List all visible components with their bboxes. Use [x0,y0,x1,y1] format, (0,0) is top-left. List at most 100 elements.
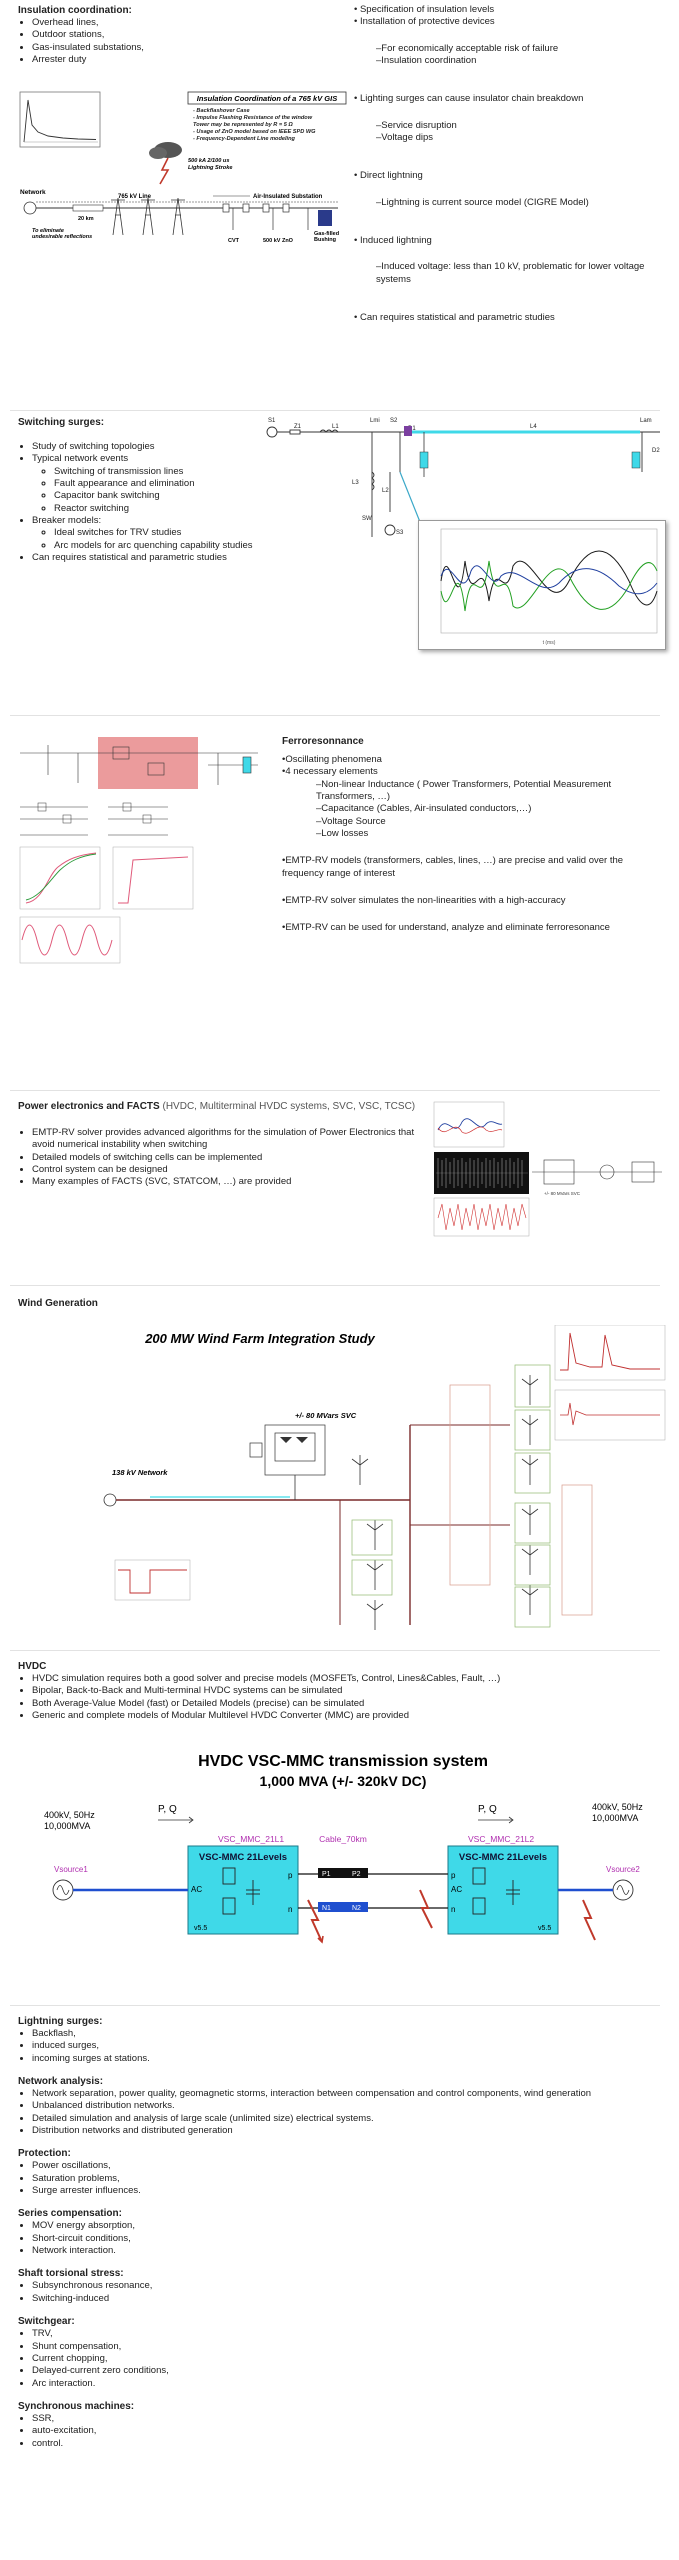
list-item: Control system can be designed [32,1164,430,1176]
switching-title: Switching surges: [18,417,105,428]
list-item: Bipolar, Back-to-Back and Multi-terminal… [32,1685,668,1697]
network-label: Network [20,189,46,196]
switchgear-title: Switchgear: [18,2316,75,2328]
hvdc-diagram-title: HVDC VSC-MMC transmission system [198,1753,488,1770]
list-item: Surge arrester influences. [32,2185,668,2197]
switchgear-list: TRV, Shunt compensation, Current choppin… [18,2328,668,2390]
protection-block: Protection: Power oscillations, Saturati… [18,2147,668,2197]
svc-label: +/- 80 MVars SVC [544,1191,581,1196]
list-item: Arc interaction. [32,2378,668,2390]
sub-list-item: Reactor switching [54,503,338,515]
stroke-label: 500 kA 2/100 us [188,158,229,164]
n-label-right: n [451,1905,455,1914]
pq-label-left: P, Q [158,1804,177,1815]
hvdc-diagram-subtitle: 1,000 MVA (+/- 320kV DC) [260,1773,427,1789]
ferro-diagram [18,735,278,970]
circuit-label: S3 [396,530,404,536]
list-item: MOV energy absorption, [32,2220,668,2232]
bullet-item: • Specification of insulation levels [354,4,495,15]
sub-item: –Insulation coordination [376,55,477,67]
hvdc-diagram: HVDC VSC-MMC transmission system 1,000 M… [18,1750,668,1980]
list-item: Saturation problems, [32,2173,668,2185]
wind-section: Wind Generation [18,1297,318,1310]
protection-title: Protection: [18,2148,71,2160]
network-title: Network analysis: [18,2076,104,2088]
divider [10,2005,660,2006]
sub-list-item: Fault appearance and elimination [54,478,338,490]
bullet-item: • Lighting surges can cause insulator ch… [354,93,584,105]
bullet-item: • Direct lightning [354,170,423,182]
insulation-list: Overhead lines, Outdoor stations, Gas-in… [18,17,348,66]
left-converter-label: VSC-MMC 21Levels [199,1852,287,1863]
list-item: Detailed models of switching cells can b… [32,1152,430,1164]
list-item: Network interaction. [32,2245,668,2257]
wind-network-label: 138 kV Network [112,1468,168,1477]
hvdc-title: HVDC [18,1661,47,1672]
list-item: Many examples of FACTS (SVC, STATCOM, …)… [32,1176,430,1188]
list-item-text: Breaker models: [32,515,102,527]
waveform-window: t (ms) [418,520,666,650]
sub-list: Ideal switches for TRV studiesArc models… [32,527,338,552]
shaft-list: Subsynchronous resonance, Switching-indu… [18,2280,668,2305]
vsource2-label: Vsource2 [606,1865,640,1874]
network-block: Network analysis: Network separation, po… [18,2075,668,2137]
left-source-label: 10,000MVA [44,1821,90,1831]
lightning-title: Lightning surges: [18,2016,103,2027]
circuit-label: Z1 [294,424,302,430]
list-item: Delayed-current zero conditions, [32,2365,668,2377]
text-item: •EMTP-RV models (transformers, cables, l… [282,855,624,879]
insulation-title: Insulation coordination: [18,5,132,16]
list-item: Distribution networks and distributed ge… [32,2125,668,2137]
sync-list: SSR, auto-excitation, control. [18,2413,668,2450]
wind-title: Wind Generation [18,1298,98,1309]
list-item: Outdoor stations, [32,29,348,41]
list-item: Power oscillations, [32,2160,668,2172]
list-item-text: Can requires statistical and parametric … [32,552,227,564]
cable-n2: N2 [352,1905,361,1912]
circuit-label: Lmi [370,418,380,424]
right-converter-name: VSC_MMC_21L2 [468,1834,534,1844]
list-item: Network separation, power quality, geoma… [32,2088,668,2100]
text-item: •EMTP-RV can be used for understand, ana… [282,922,610,934]
sub-item: –Service disruption [376,119,457,131]
bushing-label: Bushing [314,237,336,243]
sub-item: –Induced voltage: less than 10 kV, probl… [376,261,645,285]
divider [10,1650,660,1651]
list-item-text: Typical network events [32,453,129,465]
circuit-label: Lam [640,418,652,424]
reflections-label: undesirable reflections [32,234,92,240]
protection-list: Power oscillations, Saturation problems,… [18,2160,668,2197]
text-item: •4 necessary elements [282,766,378,778]
list-item-text: Study of switching topologies [32,441,155,452]
network-list: Network separation, power quality, geoma… [18,2088,668,2137]
sync-title: Synchronous machines: [18,2400,135,2412]
list-item: Arrester duty [32,54,348,66]
p-label-right: p [451,1871,456,1880]
ferro-list: •Oscillating phenomena•4 necessary eleme… [282,754,667,935]
ac-label-left: AC [191,1885,202,1894]
vsource1-label: Vsource1 [54,1865,88,1874]
list-item: induced surges, [32,2040,668,2052]
divider [10,1090,660,1091]
insulation-right: • Specification of insulation levels• In… [352,4,667,324]
hvdc-list: HVDC simulation requires both a good sol… [18,1673,668,1722]
list-item: Switching-induced [32,2293,668,2305]
circuit-label: D1 [408,426,416,432]
text-item: •Oscillating phenomena [282,754,382,765]
ferro-title: Ferroresonnance [282,736,364,747]
v-label-left: v5.5 [194,1925,207,1932]
switching-diagram: S1 Z1 L1 Lmi S2 D1 L4 Lam L3 L2 SW D2 S3 [260,412,670,667]
text-item: •EMTP-RV solver simulates the non-linear… [282,895,566,907]
cable-p1: P1 [322,1871,331,1878]
n-label-left: n [288,1905,292,1914]
diagram-title: Insulation Coordination of a 765 kV GIS [197,94,337,103]
diagram-note: - Usage of ZnO model based on IEEE SPD W… [193,129,316,135]
sub-list-item: Arc models for arc quenching capability … [54,540,338,552]
switching-section: Switching surges: Study of switching top… [18,416,338,564]
lightning-list: Backflash, induced surges, incoming surg… [18,2028,668,2065]
list-item: Breaker models:Ideal switches for TRV st… [32,515,338,552]
sub-item: –Non-linear Inductance ( Power Transform… [316,778,612,803]
list-item: Generic and complete models of Modular M… [32,1710,668,1722]
divider [10,410,660,411]
circuit-label: S2 [390,418,398,424]
